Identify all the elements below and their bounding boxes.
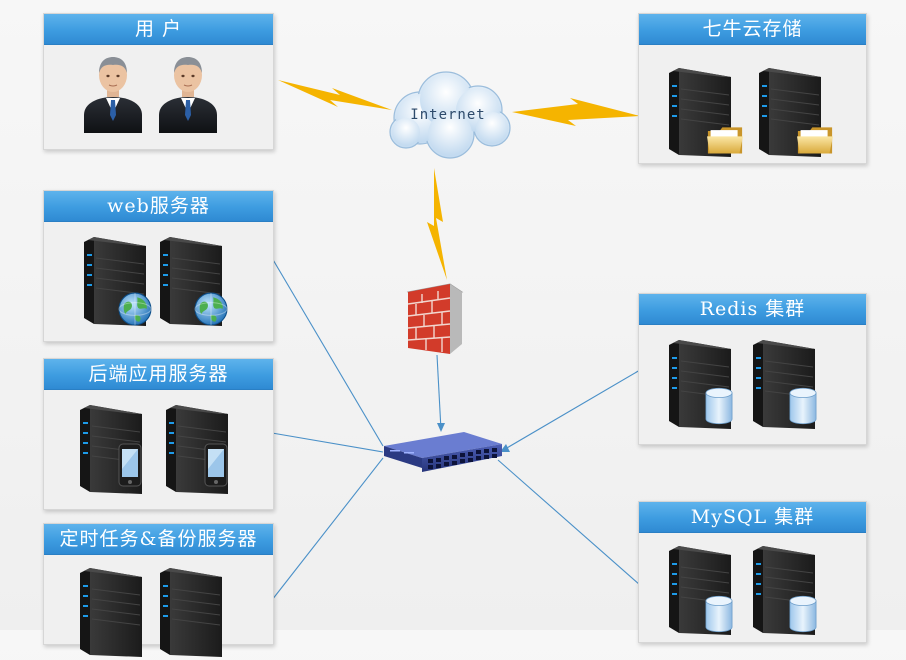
server-icon	[156, 565, 226, 660]
panel-mysql-cluster: MySQL 集群	[638, 501, 867, 643]
folder-icon	[707, 125, 743, 155]
server-icon	[76, 565, 146, 660]
lightning-internet-firewall	[427, 168, 447, 280]
internet-label: Internet	[410, 107, 486, 123]
database-icon	[705, 387, 733, 425]
line-web-switch	[271, 257, 384, 447]
panel-qiniu-storage: 七牛云存储	[638, 13, 867, 164]
panel-qiniu-title: 七牛云存储	[639, 14, 866, 45]
panel-backend-title: 后端应用服务器	[44, 359, 273, 390]
line-backend-switch	[271, 432, 384, 453]
lightning-users-internet	[278, 80, 392, 110]
database-icon	[789, 595, 817, 633]
user-icon	[82, 55, 144, 133]
line-redis-switch	[499, 369, 641, 453]
user-icon	[157, 55, 219, 133]
phone-icon	[118, 442, 142, 488]
panel-redis-title: Redis 集群	[639, 294, 866, 325]
lightning-internet-qiniu	[512, 98, 640, 126]
panel-cron-backup-servers: 定时任务&备份服务器	[43, 523, 274, 645]
panel-mysql-title: MySQL 集群	[639, 502, 866, 533]
connection-lines	[271, 80, 641, 601]
globe-icon	[194, 292, 228, 326]
network-switch-icon	[384, 432, 502, 472]
panel-users: 用 户	[43, 13, 274, 150]
panel-users-title: 用 户	[44, 14, 273, 45]
folder-icon	[797, 125, 833, 155]
line-mysql-switch	[497, 459, 641, 586]
panel-backend-servers: 后端应用服务器	[43, 358, 274, 510]
line-cron-switch	[271, 457, 384, 601]
database-icon	[789, 387, 817, 425]
firewall-icon	[406, 283, 464, 354]
cloud-icon	[389, 71, 511, 159]
globe-icon	[118, 292, 152, 326]
panel-web-title: web服务器	[44, 191, 273, 222]
line-firewall-switch	[436, 354, 442, 431]
panel-web-servers: web服务器	[43, 190, 274, 342]
panel-redis-cluster: Redis 集群	[638, 293, 867, 445]
database-icon	[705, 595, 733, 633]
panel-cron-title: 定时任务&备份服务器	[44, 524, 273, 555]
phone-icon	[204, 442, 228, 488]
